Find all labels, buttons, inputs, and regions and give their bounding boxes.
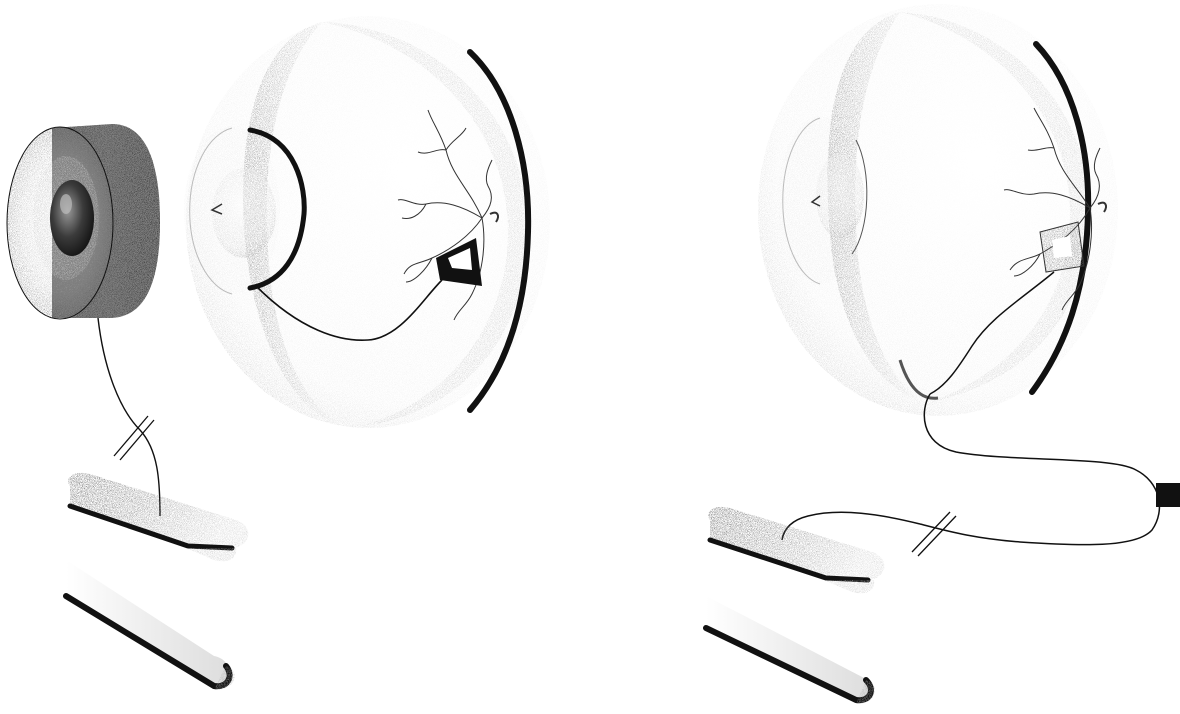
eyeball-cross-section-right [758,4,1118,416]
receiver-unit-right [706,507,884,704]
connector [1156,483,1180,507]
right-panel [706,4,1180,704]
external-camera [7,124,160,319]
receiver-unit [66,473,248,690]
left-panel [7,16,550,690]
